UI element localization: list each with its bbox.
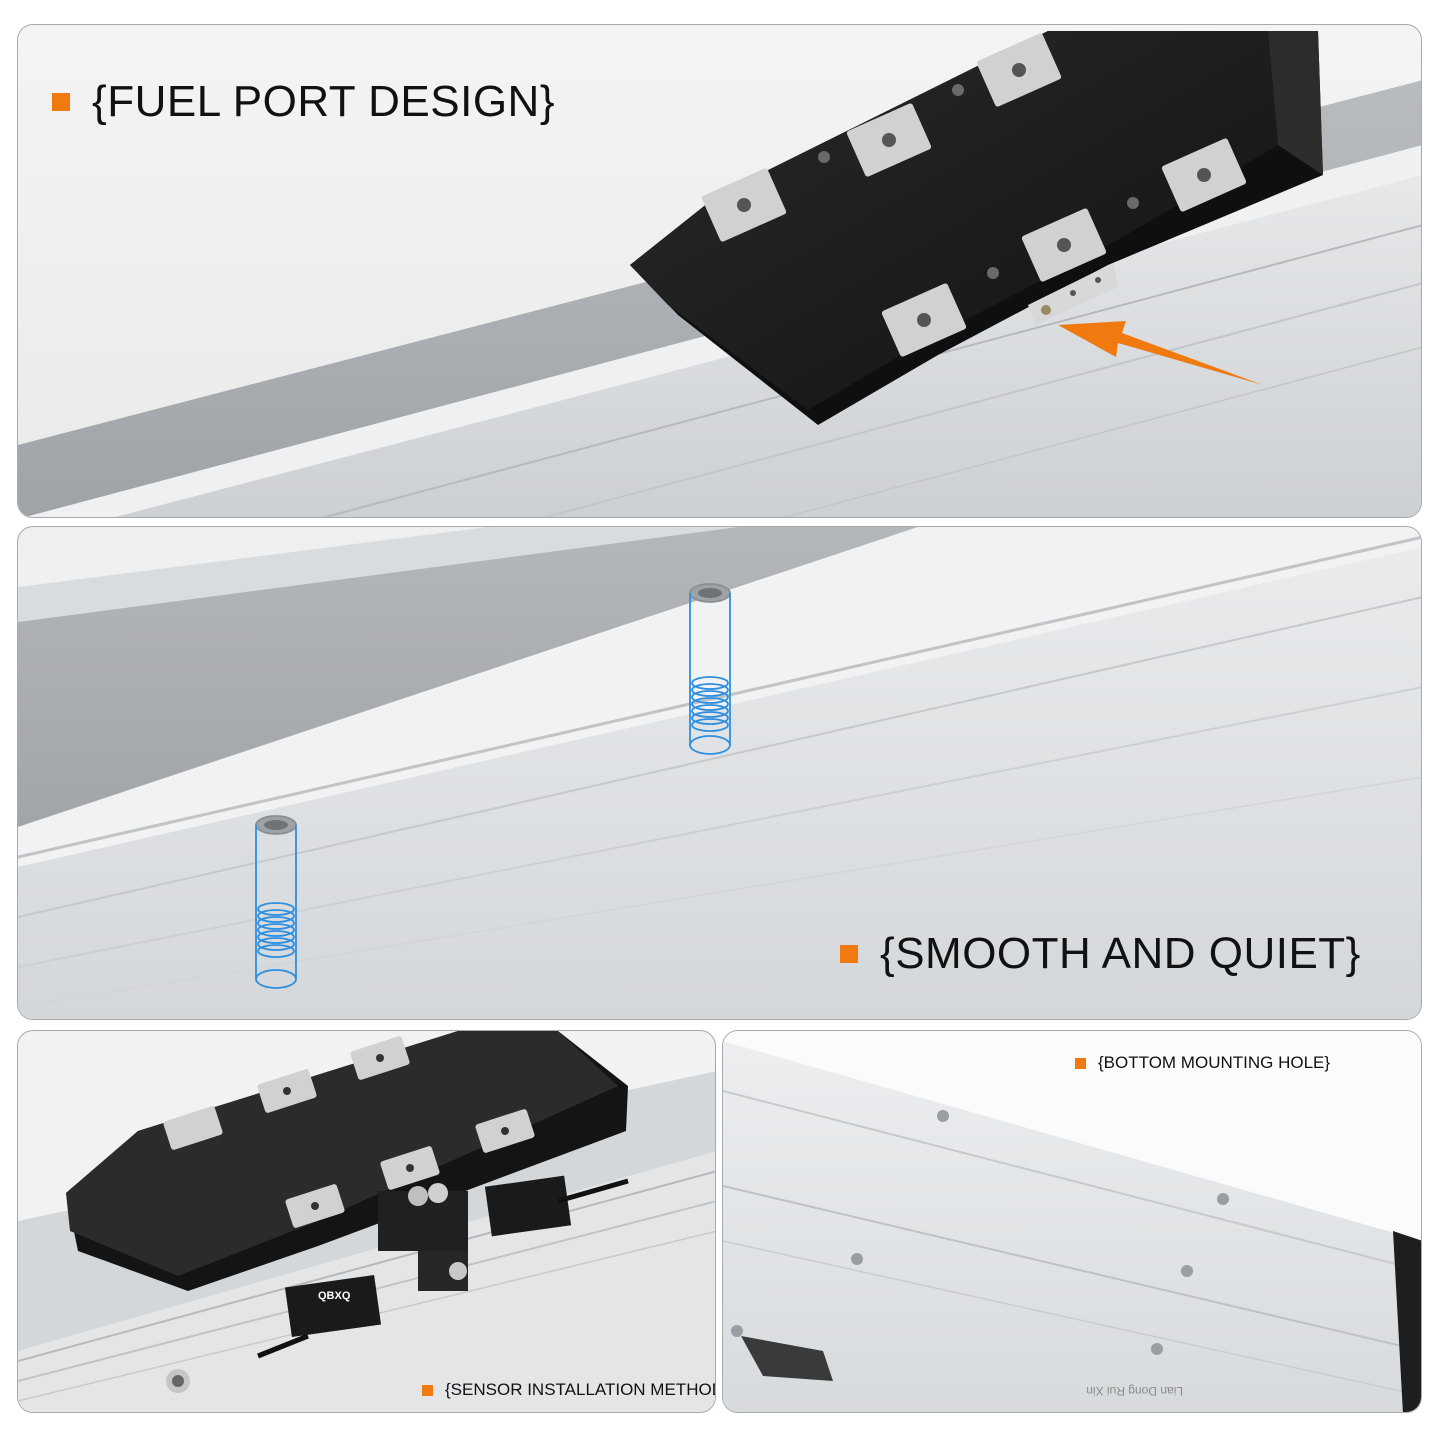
- fuel-port-caption: {FUEL PORT DESIGN}: [52, 77, 555, 127]
- carriage-block: [630, 31, 1323, 425]
- caption-bullet: [840, 945, 858, 963]
- bottom-mounting-hole-panel: Lian Dong Rui Xin {BOTTOM MOUNTING HOLE}: [722, 1030, 1422, 1413]
- rail-bottom: [723, 1041, 1421, 1412]
- sensor-installation-panel: QBXQ {SENSOR INSTALLATION METHOD}: [17, 1030, 716, 1413]
- rail-side: [18, 547, 1421, 1019]
- bottom-hole-illustration: Lian Dong Rui Xin: [723, 1031, 1421, 1412]
- sensor-brand-label: QBXQ: [318, 1290, 351, 1302]
- smooth-quiet-caption: {SMOOTH AND QUIET}: [840, 929, 1361, 979]
- mounting-hole-2: [255, 815, 297, 989]
- sensor-installation-caption: {SENSOR INSTALLATION METHOD}: [422, 1380, 716, 1400]
- fuel-port-design-panel: {FUEL PORT DESIGN}: [17, 24, 1422, 518]
- mounting-hole-1: [689, 583, 731, 755]
- sensor-installation-caption-text: {SENSOR INSTALLATION METHOD}: [445, 1380, 716, 1399]
- mounting-foot: [741, 1336, 833, 1381]
- sensor-assembly: QBXQ: [166, 1175, 629, 1393]
- fuel-port-illustration: [18, 31, 1421, 517]
- side-label: Lian Dong Rui Xin: [1086, 1384, 1183, 1398]
- bottom-mounting-hole-caption: {BOTTOM MOUNTING HOLE}: [1075, 1053, 1330, 1073]
- caption-bullet: [52, 93, 70, 111]
- smooth-quiet-caption-text: {SMOOTH AND QUIET}: [880, 929, 1361, 978]
- caption-bullet: [422, 1384, 433, 1396]
- fuel-port-caption-text: {FUEL PORT DESIGN}: [92, 77, 556, 126]
- bottom-holes: [731, 1110, 1229, 1355]
- rail-holes-illustration: [18, 527, 1421, 1019]
- caption-bullet: [1075, 1057, 1086, 1069]
- bottom-mounting-hole-caption-text: {BOTTOM MOUNTING HOLE}: [1098, 1053, 1331, 1072]
- smooth-quiet-panel: {SMOOTH AND QUIET}: [17, 526, 1422, 1020]
- fuel-port-arrow: [1058, 321, 1263, 385]
- carriage-block: [66, 1031, 628, 1291]
- sensor-illustration: QBXQ: [18, 1031, 715, 1412]
